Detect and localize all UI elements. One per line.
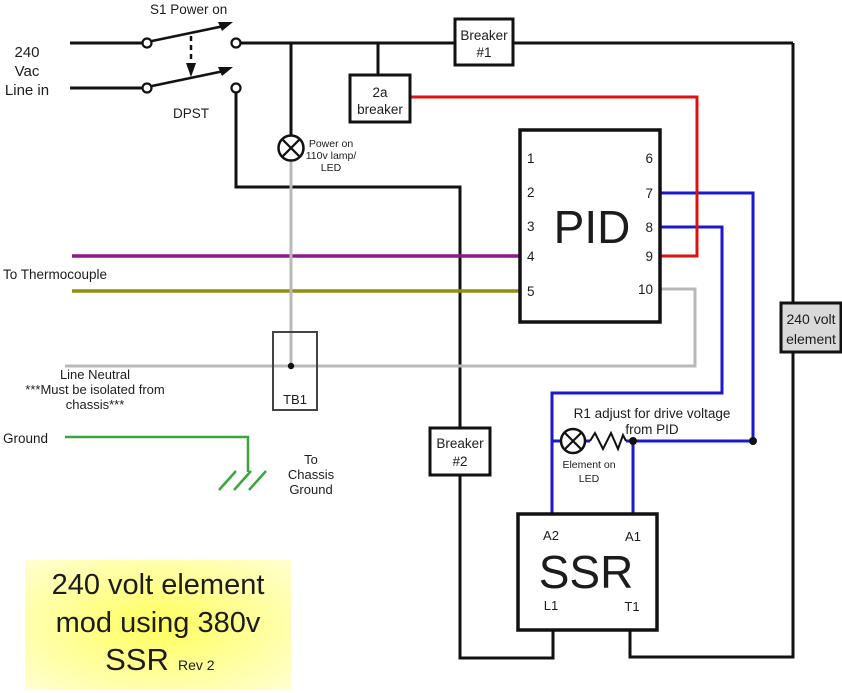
element-led-label: Element on [562, 459, 615, 471]
breaker-2a-label: 2a [372, 85, 388, 100]
terminal-icon [141, 82, 153, 94]
breaker1-label: #1 [476, 45, 491, 60]
dpst-label: DPST [173, 106, 209, 121]
switch-arrow-top-icon [218, 22, 233, 31]
junction-dot [287, 362, 295, 370]
tb1-box [272, 331, 318, 411]
element-led-label: LED [579, 473, 600, 485]
breaker-2a-box [348, 73, 412, 124]
power-lamp-label: Power on [309, 138, 354, 150]
thermocouple-label: To Thermocouple [3, 267, 107, 282]
r1-note: R1 adjust for drive voltage [574, 406, 731, 421]
element-box-label: 240 volt [786, 311, 835, 327]
ssr-pin-l1: L1 [544, 598, 558, 613]
pid-pin-9: 9 [645, 249, 653, 264]
neutral-label: chassis*** [66, 397, 125, 412]
power-lamp-icon [277, 134, 305, 162]
breaker2-label: #2 [452, 454, 467, 469]
wire-2a-to-pid9-red [410, 95, 699, 258]
terminal-icon [230, 37, 242, 49]
terminal-icon [230, 82, 242, 94]
line-in-label: Vac [15, 63, 40, 80]
neutral-label: Line Neutral [60, 367, 130, 382]
element-box [779, 301, 842, 354]
ssr-pin-a1: A1 [625, 529, 641, 544]
chassis-ground-label: Chassis [288, 467, 335, 482]
chassis-ground-label: To [304, 452, 318, 467]
blue-wires [550, 191, 755, 514]
ssr-pin-t1: T1 [624, 599, 639, 614]
pid-pin-2: 2 [527, 185, 535, 200]
title-line: 240 volt element [52, 569, 265, 601]
pid-pin-10: 10 [638, 282, 653, 297]
breaker-2a-label: breaker [357, 102, 403, 117]
r1-note: from PID [625, 422, 679, 437]
r1-resistor-icon [589, 430, 627, 452]
title-line: mod using 380v [56, 607, 261, 639]
breaker2-box [428, 426, 492, 477]
switch-gang-arrow-icon [186, 63, 196, 77]
wire-ground [65, 435, 250, 472]
pid-pin-5: 5 [527, 284, 535, 299]
pid-pin-3: 3 [527, 219, 535, 234]
title-block [25, 560, 291, 690]
line-in-label: Line in [5, 82, 49, 99]
neutral-label: ***Must be isolated from [25, 382, 164, 397]
wire-pid7-blue [660, 191, 755, 441]
s1-label: S1 Power on [150, 2, 227, 17]
title-line: SSR [105, 642, 169, 677]
wire-pid8-to-a2-blue [550, 225, 724, 514]
pid-box [518, 128, 662, 324]
pid-pin-4: 4 [527, 249, 535, 264]
wire-neutral-leg-to-ssr-l1 [234, 92, 555, 660]
power-lamp-label: 110v lamp/ [306, 150, 357, 162]
pid-label: PID [554, 201, 631, 253]
ssr-label: SSR [539, 546, 634, 598]
element-box-label: element [786, 331, 836, 347]
switch-blade-bottom [151, 69, 225, 88]
line-in-label: 240 [14, 44, 39, 61]
ssr-box [516, 512, 659, 632]
dpst-switch [141, 22, 242, 94]
pid-pin-8: 8 [645, 220, 653, 235]
terminal-icon [141, 37, 153, 49]
breaker2-label: Breaker [436, 436, 484, 451]
text-labels: 240 Vac Line in S1 Power on DPST Breaker… [3, 2, 836, 677]
pid-pin-6: 6 [645, 151, 653, 166]
power-lamp-label: LED [321, 162, 342, 174]
breaker1-label: Breaker [460, 28, 508, 43]
wire-line-neutral [65, 287, 697, 368]
ssr-pin-a2: A2 [543, 528, 559, 543]
chassis-ground-label: Ground [289, 482, 332, 497]
switch-arrow-bottom-icon [218, 67, 233, 76]
title-rev: Rev 2 [178, 657, 215, 673]
element-on-led-icon [559, 427, 587, 455]
breaker1-box [453, 17, 515, 67]
pid-pin-7: 7 [645, 186, 653, 201]
tb1-label: TB1 [283, 392, 307, 407]
junction-dot [629, 437, 637, 445]
ground-label: Ground [3, 431, 48, 446]
chassis-ground-icon [218, 470, 267, 491]
junction-dot [749, 437, 757, 445]
switch-blade-top [151, 24, 225, 43]
pid-pin-1: 1 [527, 151, 535, 166]
